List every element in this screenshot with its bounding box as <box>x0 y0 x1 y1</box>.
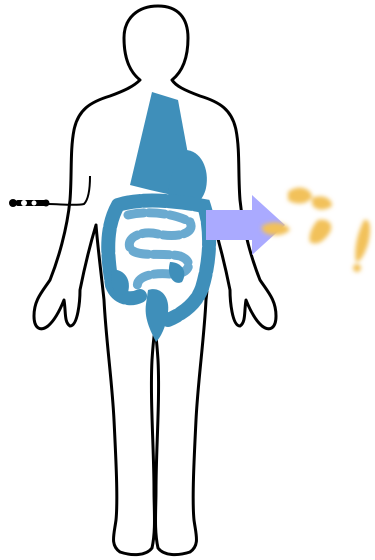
sigmoid-icon <box>169 262 184 283</box>
pellets-icon <box>262 188 370 272</box>
human-body-outline-icon <box>34 6 276 555</box>
digestive-tract-icon <box>108 92 209 342</box>
rectum-icon <box>146 289 169 342</box>
syringe-icon <box>9 176 90 207</box>
